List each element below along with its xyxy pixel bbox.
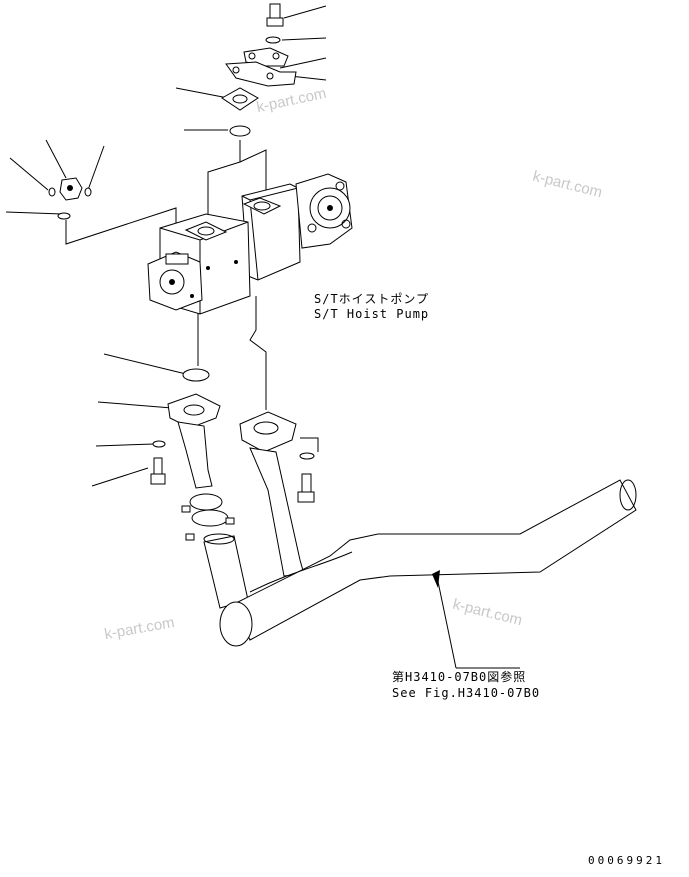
bolt-left [150,457,166,485]
pump-label-en: S/T Hoist Pump [314,307,430,321]
main-suction-tube [219,479,637,647]
reference-arrow [432,570,520,669]
split-flange-lower [225,61,297,87]
elbow-fitting [48,177,92,220]
reference-label-jp: 第H3410-07B0図参照 [392,670,527,684]
split-flange-upper [243,47,289,67]
reference-label-en: See Fig.H3410-07B0 [392,686,541,700]
short-pipe [203,533,249,609]
suction-pipe-left [177,421,213,489]
hoist-pump [147,173,353,315]
pump-label-jp: S/Tホイストポンプ [314,292,429,306]
hose-coupling [181,493,235,541]
upper-flange-plate [221,87,259,111]
bolt-right [297,473,315,503]
top-bolt [266,3,284,27]
suction-pipe-right [249,447,305,577]
figure-code: 00069921 [588,854,665,867]
washer-right [299,452,315,460]
suction-flange-left [167,393,221,429]
washer-left [152,440,166,448]
suction-flange-right [239,411,297,453]
leader-lines [5,5,327,487]
top-washer [265,36,281,44]
upper-o-ring [229,125,251,137]
lower-o-ring [182,368,210,382]
